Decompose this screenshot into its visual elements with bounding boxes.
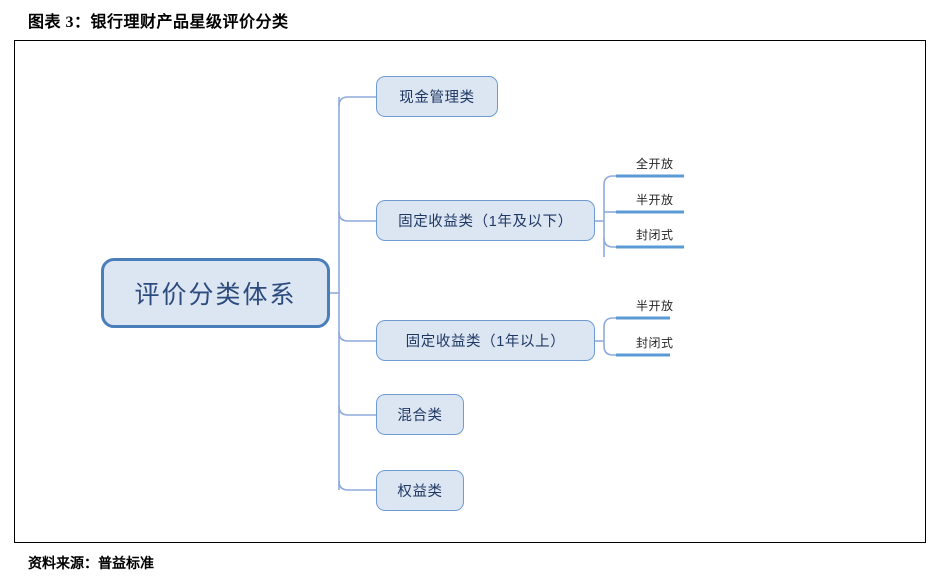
leaf-closed-end-over-1y[interactable]: 封闭式 xyxy=(636,336,674,350)
node-fixed-income-over-1y[interactable]: 固定收益类（1年以上） xyxy=(376,320,595,361)
page-title: 图表 3：银行理财产品星级评价分类 xyxy=(28,14,289,31)
node-fixed-income-under-1y[interactable]: 固定收益类（1年及以下） xyxy=(376,200,595,241)
leaf-semi-open-over-1y[interactable]: 半开放 xyxy=(636,299,674,313)
node-root[interactable]: 评价分类体系 xyxy=(101,258,330,328)
leaf-closed-end-under-1y[interactable]: 封闭式 xyxy=(636,228,674,242)
leaf-semi-open-under-1y[interactable]: 半开放 xyxy=(636,193,674,207)
source-note: 资料来源：普益标准 xyxy=(28,557,154,572)
node-equity[interactable]: 权益类 xyxy=(376,470,464,511)
node-cash-management[interactable]: 现金管理类 xyxy=(376,76,498,117)
node-mixed[interactable]: 混合类 xyxy=(376,394,464,435)
leaf-fully-open-under-1y[interactable]: 全开放 xyxy=(636,157,674,171)
